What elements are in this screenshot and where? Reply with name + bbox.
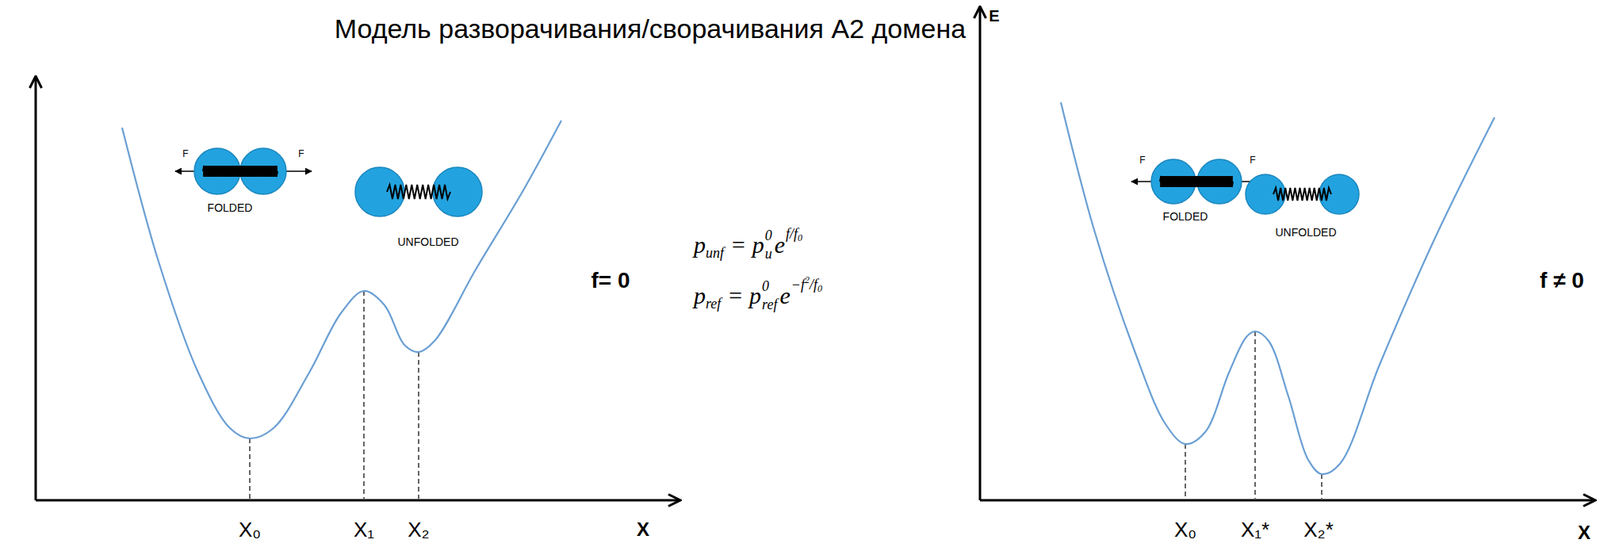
spring xyxy=(386,184,451,200)
energy-axis xyxy=(34,76,38,501)
formula-exponent: f/f xyxy=(785,226,798,242)
spring xyxy=(202,165,278,177)
formula-subscript: u xyxy=(765,246,773,261)
formula-symbol: e xyxy=(779,283,790,308)
compressed-spring xyxy=(202,165,278,177)
formula-symbol: p xyxy=(693,233,706,257)
coordinate-tick: X₂ xyxy=(407,519,429,540)
formula-subscript: 0 xyxy=(817,283,823,294)
state-label: FOLDED xyxy=(207,202,253,214)
formula-subscript: 0 xyxy=(797,233,803,243)
formula-superscript: 0 xyxy=(761,279,770,294)
drop-line xyxy=(363,290,365,499)
drop-line xyxy=(248,438,251,499)
diagram-title: Модель разворачивания/сворачивания А2 до… xyxy=(334,15,966,43)
coordinate-axis xyxy=(979,499,1596,502)
coordinate-tick: X₂* xyxy=(1303,519,1334,540)
spring xyxy=(1159,176,1233,188)
formula-subscript: unf xyxy=(705,245,724,261)
coordinate-tick: X₀ xyxy=(1174,519,1197,540)
drop-lines xyxy=(249,290,1322,499)
force-condition: f= 0 xyxy=(590,269,630,292)
spring xyxy=(1273,187,1332,201)
energy-curve xyxy=(1060,102,1495,475)
formula-exponent: /f xyxy=(809,277,818,292)
formula-superscript: 0 xyxy=(765,228,773,243)
drop-line xyxy=(417,352,420,499)
state-label: UNFOLDED xyxy=(397,236,459,248)
state-label: UNFOLDED xyxy=(1274,226,1336,238)
drop-line xyxy=(1320,474,1323,499)
formula-subscript: ref xyxy=(705,296,721,311)
force-arrows xyxy=(175,171,1265,182)
coordinate-tick: X₁* xyxy=(1240,519,1270,540)
compressed-spring xyxy=(1159,176,1233,188)
coordinate-tick: X₁ xyxy=(353,519,375,540)
formula-symbol: e xyxy=(774,233,785,257)
drop-line xyxy=(1184,444,1187,499)
force-label: F xyxy=(298,149,304,159)
formula-subscript: ref xyxy=(761,297,778,312)
force-condition: f ≠ 0 xyxy=(1539,269,1585,292)
state-label: FOLDED xyxy=(1163,210,1209,223)
energy-axis xyxy=(979,6,982,501)
force-label: F xyxy=(1249,155,1256,165)
axis-label: X xyxy=(636,520,650,540)
formula-symbol: = p xyxy=(727,283,762,308)
force-label: F xyxy=(1139,155,1145,165)
force-label: F xyxy=(182,149,188,159)
formula-exponent: −f xyxy=(791,277,805,292)
axis-label: X xyxy=(1577,523,1591,543)
energy-curve xyxy=(122,120,562,439)
domain-circles xyxy=(194,148,1359,217)
coordinate-tick: X₀ xyxy=(238,519,261,540)
formula-symbol: p xyxy=(693,283,706,308)
formula-exponent: 2 xyxy=(804,275,810,285)
drop-line xyxy=(1254,331,1256,499)
coordinate-axis xyxy=(35,499,681,502)
formula-symbol: = p xyxy=(730,233,765,257)
axis-label: E xyxy=(988,7,1000,24)
